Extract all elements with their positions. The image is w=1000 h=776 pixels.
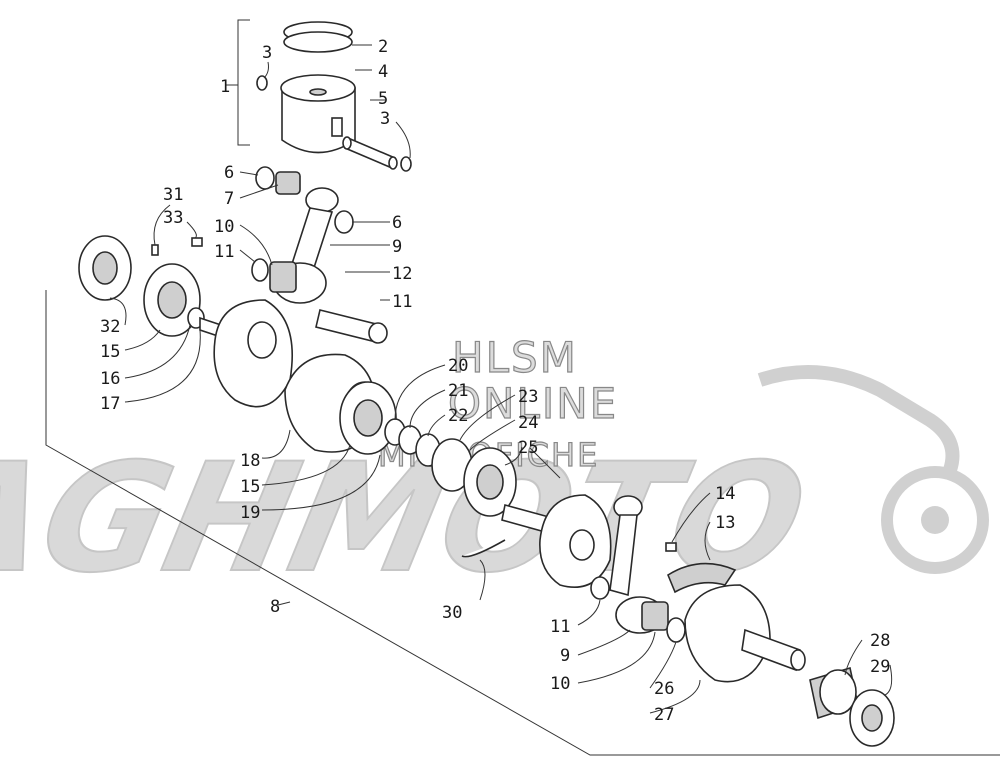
big-end-bearing-lower: [641, 601, 669, 631]
circlip-30: [461, 539, 506, 558]
callout-28: 28: [870, 631, 890, 651]
screw-14: [665, 542, 677, 552]
crank-pin-upper: [315, 309, 388, 344]
washer-lower: [590, 576, 610, 600]
circlip-right: [400, 156, 412, 172]
crankshaft-output-end: [684, 584, 806, 683]
callout-26: 26: [654, 679, 674, 699]
callout-15-left: 15: [100, 342, 120, 362]
callout-18: 18: [240, 451, 260, 471]
callout-9-upper: 9: [392, 237, 402, 257]
piston-rings: [283, 21, 353, 53]
callout-7: 7: [224, 189, 234, 209]
crankshaft-left-half: [199, 299, 293, 408]
callout-17: 17: [100, 394, 120, 414]
thrust-washer-upper-left: [255, 166, 275, 190]
assembly-bracket: [45, 290, 1000, 756]
callout-3-left: 3: [262, 43, 272, 63]
callout-27: 27: [654, 705, 674, 725]
thrust-washer-upper-right: [334, 210, 354, 234]
callout-24: 24: [518, 413, 538, 433]
svg-text:AGHMOTO: AGHMOTO: [0, 431, 820, 606]
callout-10-upper: 10: [214, 217, 234, 237]
oil-seal-output: [849, 689, 895, 747]
oil-seal-left: [78, 235, 132, 301]
key-33: [191, 237, 203, 247]
watermark-line2: ONLINE: [448, 379, 618, 428]
callout-25: 25: [518, 438, 538, 458]
callout-31: 31: [163, 185, 183, 205]
callout-labels: 1 2 3 3 4 5 6 6 7 8 9 9 10 10 11 11 11 1…: [100, 37, 890, 725]
watermark-line1: HLSM: [452, 333, 578, 382]
callout-30: 30: [442, 603, 462, 623]
callout-22: 22: [448, 406, 468, 426]
main-bearing-left: [143, 263, 201, 337]
callout-4: 4: [378, 62, 388, 82]
hlsm-watermark: HLSM ONLINE MICROFICHE: [377, 332, 618, 474]
callout-8: 8: [270, 597, 280, 617]
callout-13: 13: [715, 513, 735, 533]
watermark-logo: AGHMOTO: [0, 365, 989, 607]
piston-group-bracket: [237, 19, 250, 146]
pin-31: [151, 244, 159, 256]
small-end-bearing: [275, 171, 301, 195]
callout-23: 23: [518, 387, 538, 407]
callout-11-lower: 11: [550, 617, 570, 637]
callout-19: 19: [240, 503, 260, 523]
big-end-bearing-upper: [269, 261, 297, 293]
callout-6-upper: 6: [224, 163, 234, 183]
callout-33: 33: [163, 208, 183, 228]
callout-32: 32: [100, 317, 120, 337]
leader-lines: [109, 44, 893, 714]
main-bearing-output: [809, 666, 859, 720]
callout-11-upper: 11: [214, 242, 234, 262]
callout-10-lower: 10: [550, 674, 570, 694]
callout-5: 5: [378, 89, 388, 109]
piston-pin: [342, 136, 398, 170]
callout-29: 29: [870, 657, 890, 677]
washer-upper: [251, 258, 269, 282]
callout-11-right: 11: [392, 292, 412, 312]
crankshaft-right-half: [501, 494, 612, 589]
callout-21: 21: [448, 381, 468, 401]
callout-1: 1: [220, 77, 230, 97]
counterweight: [667, 562, 737, 594]
callout-12: 12: [392, 264, 412, 284]
callout-2: 2: [378, 37, 388, 57]
callout-3-right: 3: [380, 109, 390, 129]
main-bearing-center: [339, 381, 397, 455]
callout-20: 20: [448, 356, 468, 376]
seal-ring-26: [666, 617, 686, 643]
callout-14: 14: [715, 484, 735, 504]
callout-9-lower: 9: [560, 646, 570, 666]
callout-16: 16: [100, 369, 120, 389]
callout-6-right: 6: [392, 213, 402, 233]
callout-15-center: 15: [240, 477, 260, 497]
circlip-left: [256, 75, 268, 91]
main-bearing-right: [463, 447, 517, 517]
piston: [280, 74, 356, 154]
